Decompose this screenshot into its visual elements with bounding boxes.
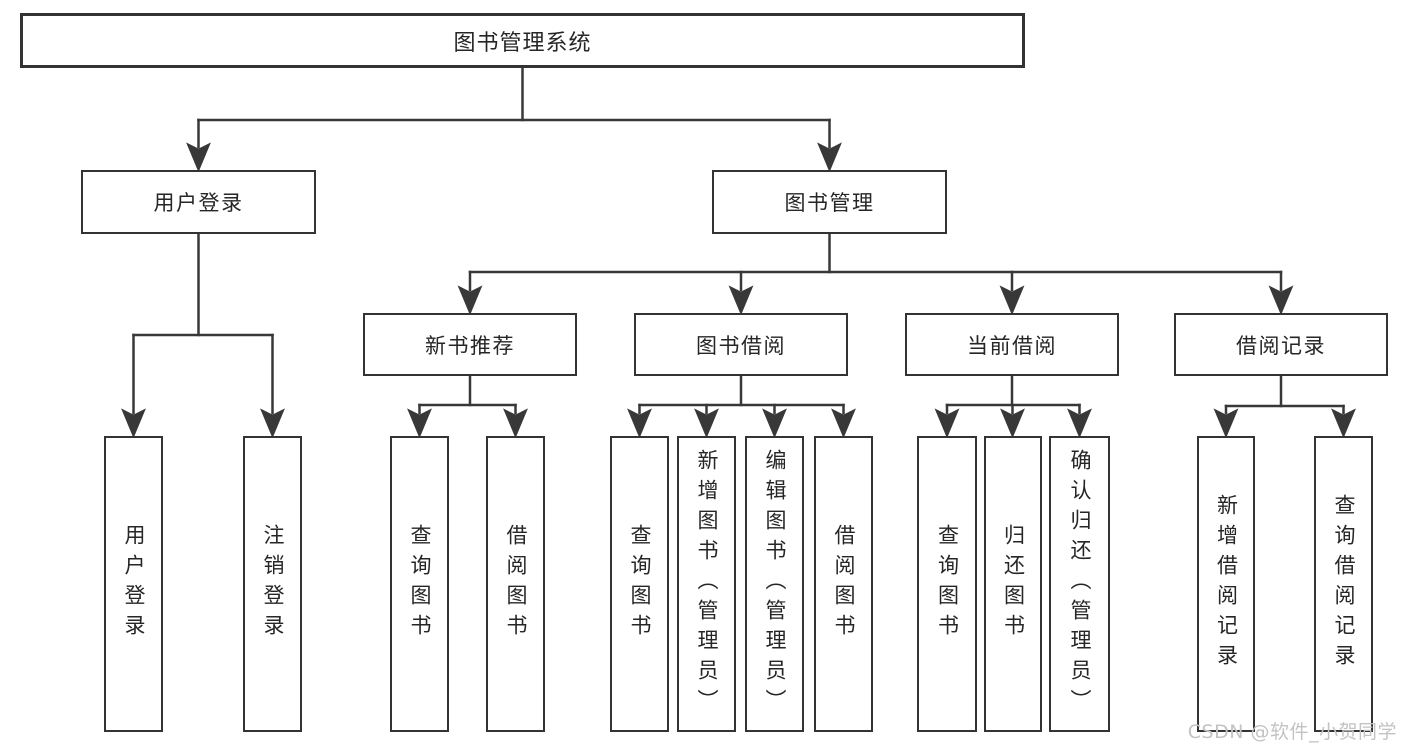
node-label: 图书借阅 [696,333,786,358]
node-label: 图书管理系统 [453,30,592,56]
leaf-return-book: 归还图书 [984,436,1042,732]
node-label: 借阅记录 [1236,333,1326,358]
leaf-add-book-admin: 新增图书（管理员） [677,436,736,732]
node-label: 查询图书 [935,524,960,644]
node-new-book-recommend: 新书推荐 [363,313,577,376]
node-user-login: 用户登录 [81,170,316,234]
csdn-watermark: CSDN @软件_小贺同学 [1187,721,1397,743]
leaf-confirm-return-admin: 确认归还（管理员） [1049,436,1110,732]
node-book-borrow: 图书借阅 [634,313,848,376]
node-label: 借阅图书 [504,524,528,644]
node-label: 确认归还（管理员） [1068,449,1092,719]
node-label: 借阅图书 [832,524,856,644]
node-label: 用户登录 [153,191,244,215]
node-label: 当前借阅 [967,333,1057,358]
node-current-borrow: 当前借阅 [905,313,1119,376]
node-borrow-record: 借阅记录 [1174,313,1388,376]
node-label: 新书推荐 [425,333,515,358]
node-label: 查询图书 [628,524,652,644]
node-label: 新增借阅记录 [1214,494,1239,674]
node-label: 注销登录 [261,524,285,644]
node-library-management-system: 图书管理系统 [20,13,1025,68]
node-book-management: 图书管理 [712,170,947,234]
leaf-query-books: 查询图书 [610,436,669,732]
leaf-edit-book-admin: 编辑图书（管理员） [745,436,804,732]
node-label: 新增图书（管理员） [695,449,719,719]
leaf-query-borrow-record: 查询借阅记录 [1314,436,1373,732]
node-label: 图书管理 [784,191,875,215]
leaf-logout: 注销登录 [243,436,302,732]
leaf-borrow-books: 借阅图书 [814,436,873,732]
leaf-add-borrow-record: 新增借阅记录 [1197,436,1255,732]
node-label: 归还图书 [1001,524,1026,644]
leaf-user-login: 用户登录 [104,436,163,732]
node-label: 编辑图书（管理员） [763,449,787,719]
node-label: 用户登录 [122,524,146,644]
node-label: 查询借阅记录 [1332,494,1356,674]
leaf-borrow-books: 借阅图书 [486,436,545,732]
leaf-query-books: 查询图书 [390,436,449,732]
node-label: 查询图书 [408,524,432,644]
leaf-query-books: 查询图书 [917,436,977,732]
